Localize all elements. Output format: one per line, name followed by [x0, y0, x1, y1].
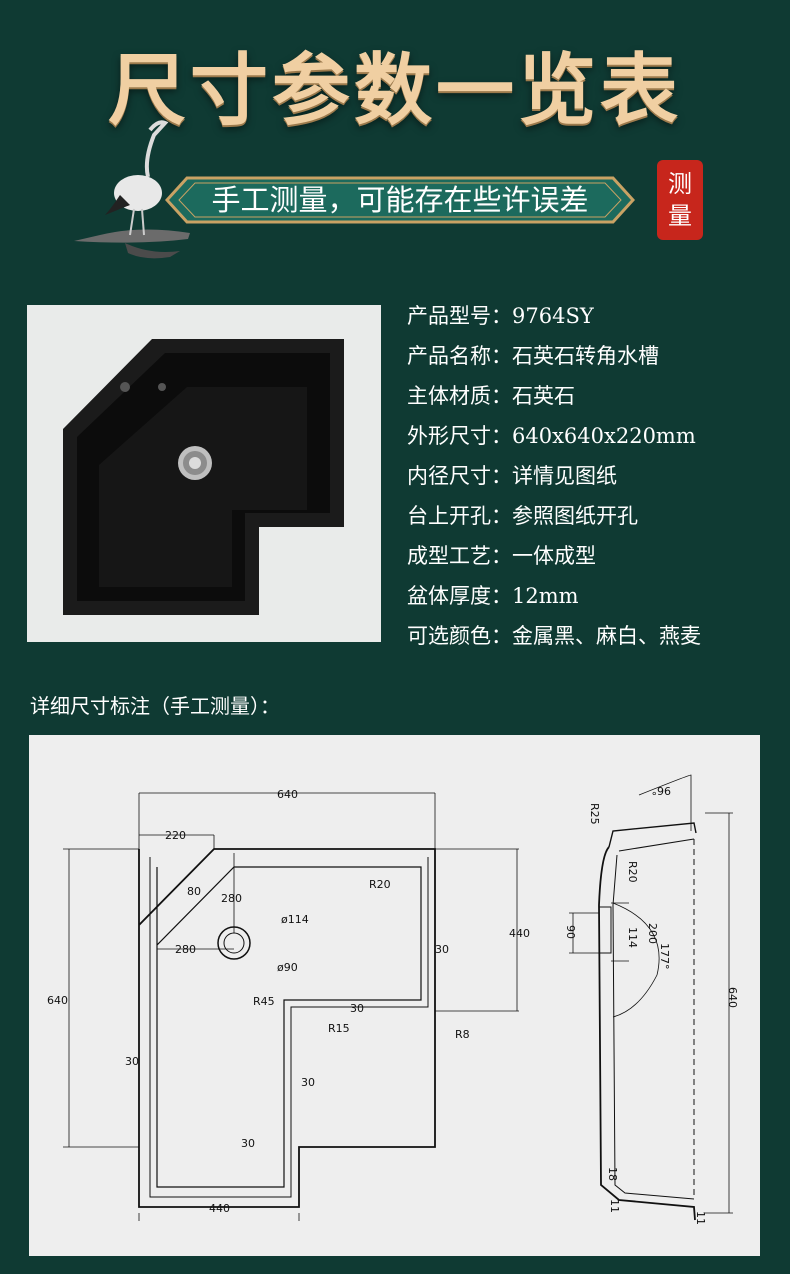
dim-r25: R25 — [588, 803, 601, 825]
spec-value: 石英石 — [512, 384, 575, 408]
plan-view — [63, 792, 519, 1221]
notice-banner-text: 手工测量，可能存在些许误差 — [211, 183, 589, 217]
dim-640-section: 640 — [726, 987, 739, 1008]
spec-value: 一体成型 — [512, 544, 596, 568]
dim-280-vertical: 280 — [221, 892, 242, 905]
dim-30-left: 30 — [125, 1055, 139, 1068]
dim-96-angle: 96° — [652, 784, 672, 797]
spec-row: 可选颜色：金属黑、麻白、燕麦 — [407, 620, 777, 660]
spec-key: 成型工艺： — [407, 544, 512, 568]
page-title: 尺寸参数一览表 — [107, 45, 682, 136]
spec-row: 台上开孔：参照图纸开孔 — [407, 500, 777, 540]
spec-key: 可选颜色： — [407, 624, 512, 648]
dim-30-inner: 30 — [301, 1076, 315, 1089]
dim-r45: R45 — [253, 995, 275, 1008]
crane-illustration — [74, 120, 190, 259]
dim-30-mid: 30 — [350, 1002, 364, 1015]
dim-r20-plan: R20 — [369, 878, 391, 891]
spec-row: 内径尺寸：详情见图纸 — [407, 460, 777, 500]
spec-value: 9764SY — [512, 304, 594, 328]
dim-640-left: 640 — [47, 994, 68, 1007]
dim-114: 114 — [626, 927, 639, 948]
spec-key: 外形尺寸： — [407, 424, 512, 448]
dim-11-a: 11 — [608, 1199, 621, 1213]
dim-r15: R15 — [328, 1022, 350, 1035]
dim-200: 200 — [646, 923, 659, 944]
spec-row: 产品名称：石英石转角水槽 — [407, 340, 777, 380]
spec-row: 盆体厚度：12mm — [407, 580, 777, 620]
stamp-char-2: 量 — [668, 202, 692, 230]
notice-banner: 手工测量，可能存在些许误差 — [165, 172, 635, 228]
spec-row: 外形尺寸：640x640x220mm — [407, 420, 777, 460]
spec-key: 台上开孔： — [407, 504, 512, 528]
dimension-drawing: 640 220 80 280 280 ø114 ø90 R20 30 440 6… — [29, 735, 760, 1256]
spec-key: 内径尺寸： — [407, 464, 512, 488]
stamp-char-1: 测 — [668, 170, 692, 198]
spec-row: 产品型号：9764SY — [407, 300, 777, 340]
dim-30-right: 30 — [435, 943, 449, 956]
measure-stamp: 测 量 — [657, 160, 703, 240]
spec-key: 产品名称： — [407, 344, 512, 368]
spec-key: 盆体厚度： — [407, 584, 512, 608]
dim-280-horizontal: 280 — [175, 943, 196, 956]
dim-440-right: 440 — [509, 927, 530, 940]
section-view — [569, 774, 733, 1221]
spec-key: 主体材质： — [407, 384, 512, 408]
spec-value: 金属黑、麻白、燕麦 — [512, 624, 701, 648]
dim-30-bottom: 30 — [241, 1137, 255, 1150]
spec-row: 成型工艺：一体成型 — [407, 540, 777, 580]
section-label: 详细尺寸标注（手工测量）： — [30, 694, 280, 718]
dim-hole-90: ø90 — [277, 961, 298, 974]
dim-80: 80 — [187, 885, 201, 898]
dim-90: 90 — [564, 925, 577, 939]
dim-177-angle: 177° — [658, 943, 671, 970]
dim-440-bottom: 440 — [209, 1202, 230, 1215]
spec-value: 参照图纸开孔 — [512, 504, 638, 528]
product-photo — [27, 305, 381, 642]
spec-value: 640x640x220mm — [512, 424, 696, 448]
spec-value: 石英石转角水槽 — [512, 344, 659, 368]
spec-value: 详情见图纸 — [512, 464, 617, 488]
spec-key: 产品型号： — [407, 304, 512, 328]
dim-r8: R8 — [455, 1028, 470, 1041]
dim-hole-114: ø114 — [281, 913, 309, 926]
dim-11-b: 11 — [694, 1211, 707, 1225]
dim-r20-section: R20 — [626, 861, 639, 883]
dim-220: 220 — [165, 829, 186, 842]
spec-list: 产品型号：9764SY 产品名称：石英石转角水槽 主体材质：石英石 外形尺寸：6… — [407, 300, 777, 660]
dim-18: 18 — [606, 1167, 619, 1181]
spec-row: 主体材质：石英石 — [407, 380, 777, 420]
dim-640-top: 640 — [277, 788, 298, 801]
spec-value: 12mm — [512, 584, 579, 608]
